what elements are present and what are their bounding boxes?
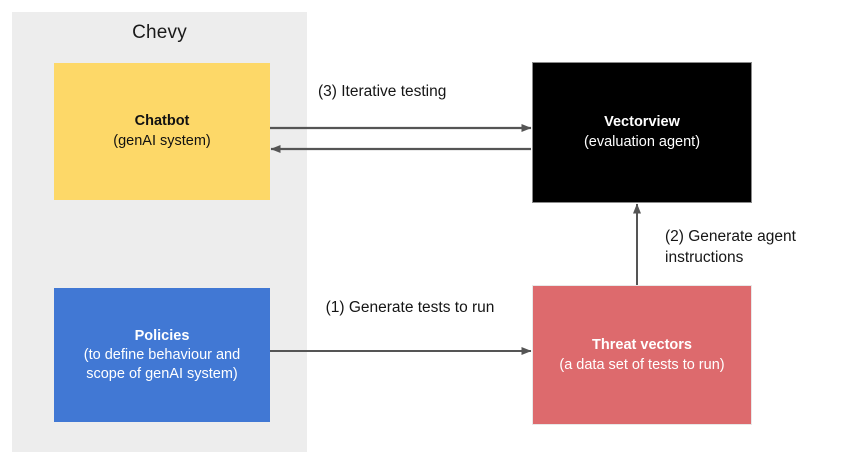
node-vectorview-subtitle: (evaluation agent): [583, 134, 701, 150]
group-label-chevy: Chevy: [132, 22, 187, 43]
edge-label-generate-tests: (1) Generate tests to run: [325, 299, 495, 316]
node-chatbot[interactable]: Chatbot (genAI system): [54, 63, 270, 200]
edge-label-iterative-testing: (3) Iterative testing: [318, 83, 447, 100]
node-vectorview[interactable]: Vectorview (evaluation agent): [532, 62, 752, 203]
node-policies[interactable]: Policies (to define behaviour and scope …: [54, 288, 270, 422]
node-threat-vectors-title: Threat vectors: [592, 336, 692, 353]
node-vectorview-title: Vectorview: [604, 114, 680, 131]
node-policies-subtitle: (to define behaviour and scope of genAI …: [83, 347, 241, 382]
node-threat-vectors-subtitle: (a data set of tests to run): [559, 356, 725, 373]
edge-label-generate-agent-instructions: (2) Generate agent instructions: [665, 228, 796, 266]
node-policies-title: Policies: [134, 327, 190, 344]
node-chatbot-title: Chatbot: [134, 113, 190, 130]
node-chatbot-subtitle: (genAI system): [113, 133, 211, 149]
node-threat-vectors[interactable]: Threat vectors (a data set of tests to r…: [532, 285, 752, 425]
